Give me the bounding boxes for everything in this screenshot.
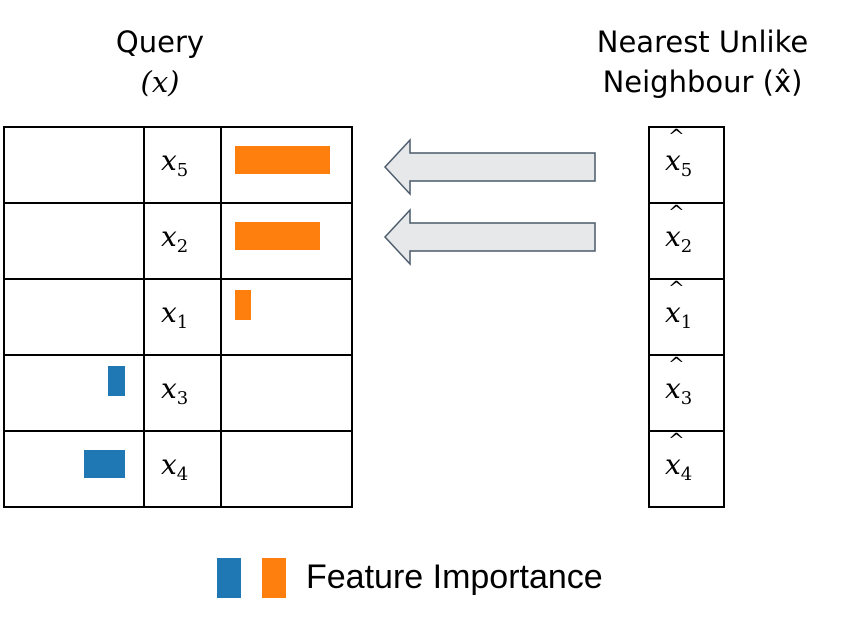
query-cell-r1-c1 — [3, 126, 145, 204]
query-feature-label: x5 — [161, 144, 189, 181]
neighbour-title-line1: Nearest Unlike — [596, 25, 809, 59]
neighbour-cell-r5 — [648, 430, 725, 508]
neighbour-feature-label: x5 — [665, 124, 692, 181]
importance-bar-negative — [84, 450, 125, 478]
neighbour-feature-label: x2 — [665, 200, 692, 257]
query-feature-label: x4 — [161, 448, 189, 485]
neighbour-title: Nearest Unlike Neighbour (x̂) — [560, 22, 845, 102]
arrow-row-2 — [383, 208, 596, 266]
query-cell-r3-c1 — [3, 278, 145, 356]
importance-bar-positive — [235, 290, 251, 320]
neighbour-feature-label: x3 — [665, 352, 692, 409]
importance-bar-positive — [235, 146, 330, 174]
query-cell-r5-c3 — [220, 430, 353, 508]
legend-swatch-positive — [262, 558, 286, 598]
neighbour-feature-label: x4 — [665, 428, 692, 485]
importance-bar-negative — [108, 366, 125, 396]
legend-swatch-negative — [217, 558, 241, 598]
query-feature-label: x1 — [161, 296, 189, 333]
neighbour-feature-label: x1 — [665, 276, 692, 333]
query-cell-r2-c1 — [3, 202, 145, 280]
query-symbol: (x) — [140, 65, 180, 99]
arrow-row-1 — [383, 138, 596, 196]
importance-bar-positive — [235, 222, 320, 250]
query-cell-r4-c3 — [220, 354, 353, 432]
query-feature-label: x3 — [161, 372, 189, 409]
query-title-label: Query — [115, 25, 205, 59]
query-feature-label: x2 — [161, 220, 189, 257]
query-title: Query (x) — [60, 22, 260, 102]
neighbour-title-line2: Neighbour (x̂) — [602, 65, 803, 99]
legend-label: Feature Importance — [306, 558, 603, 596]
